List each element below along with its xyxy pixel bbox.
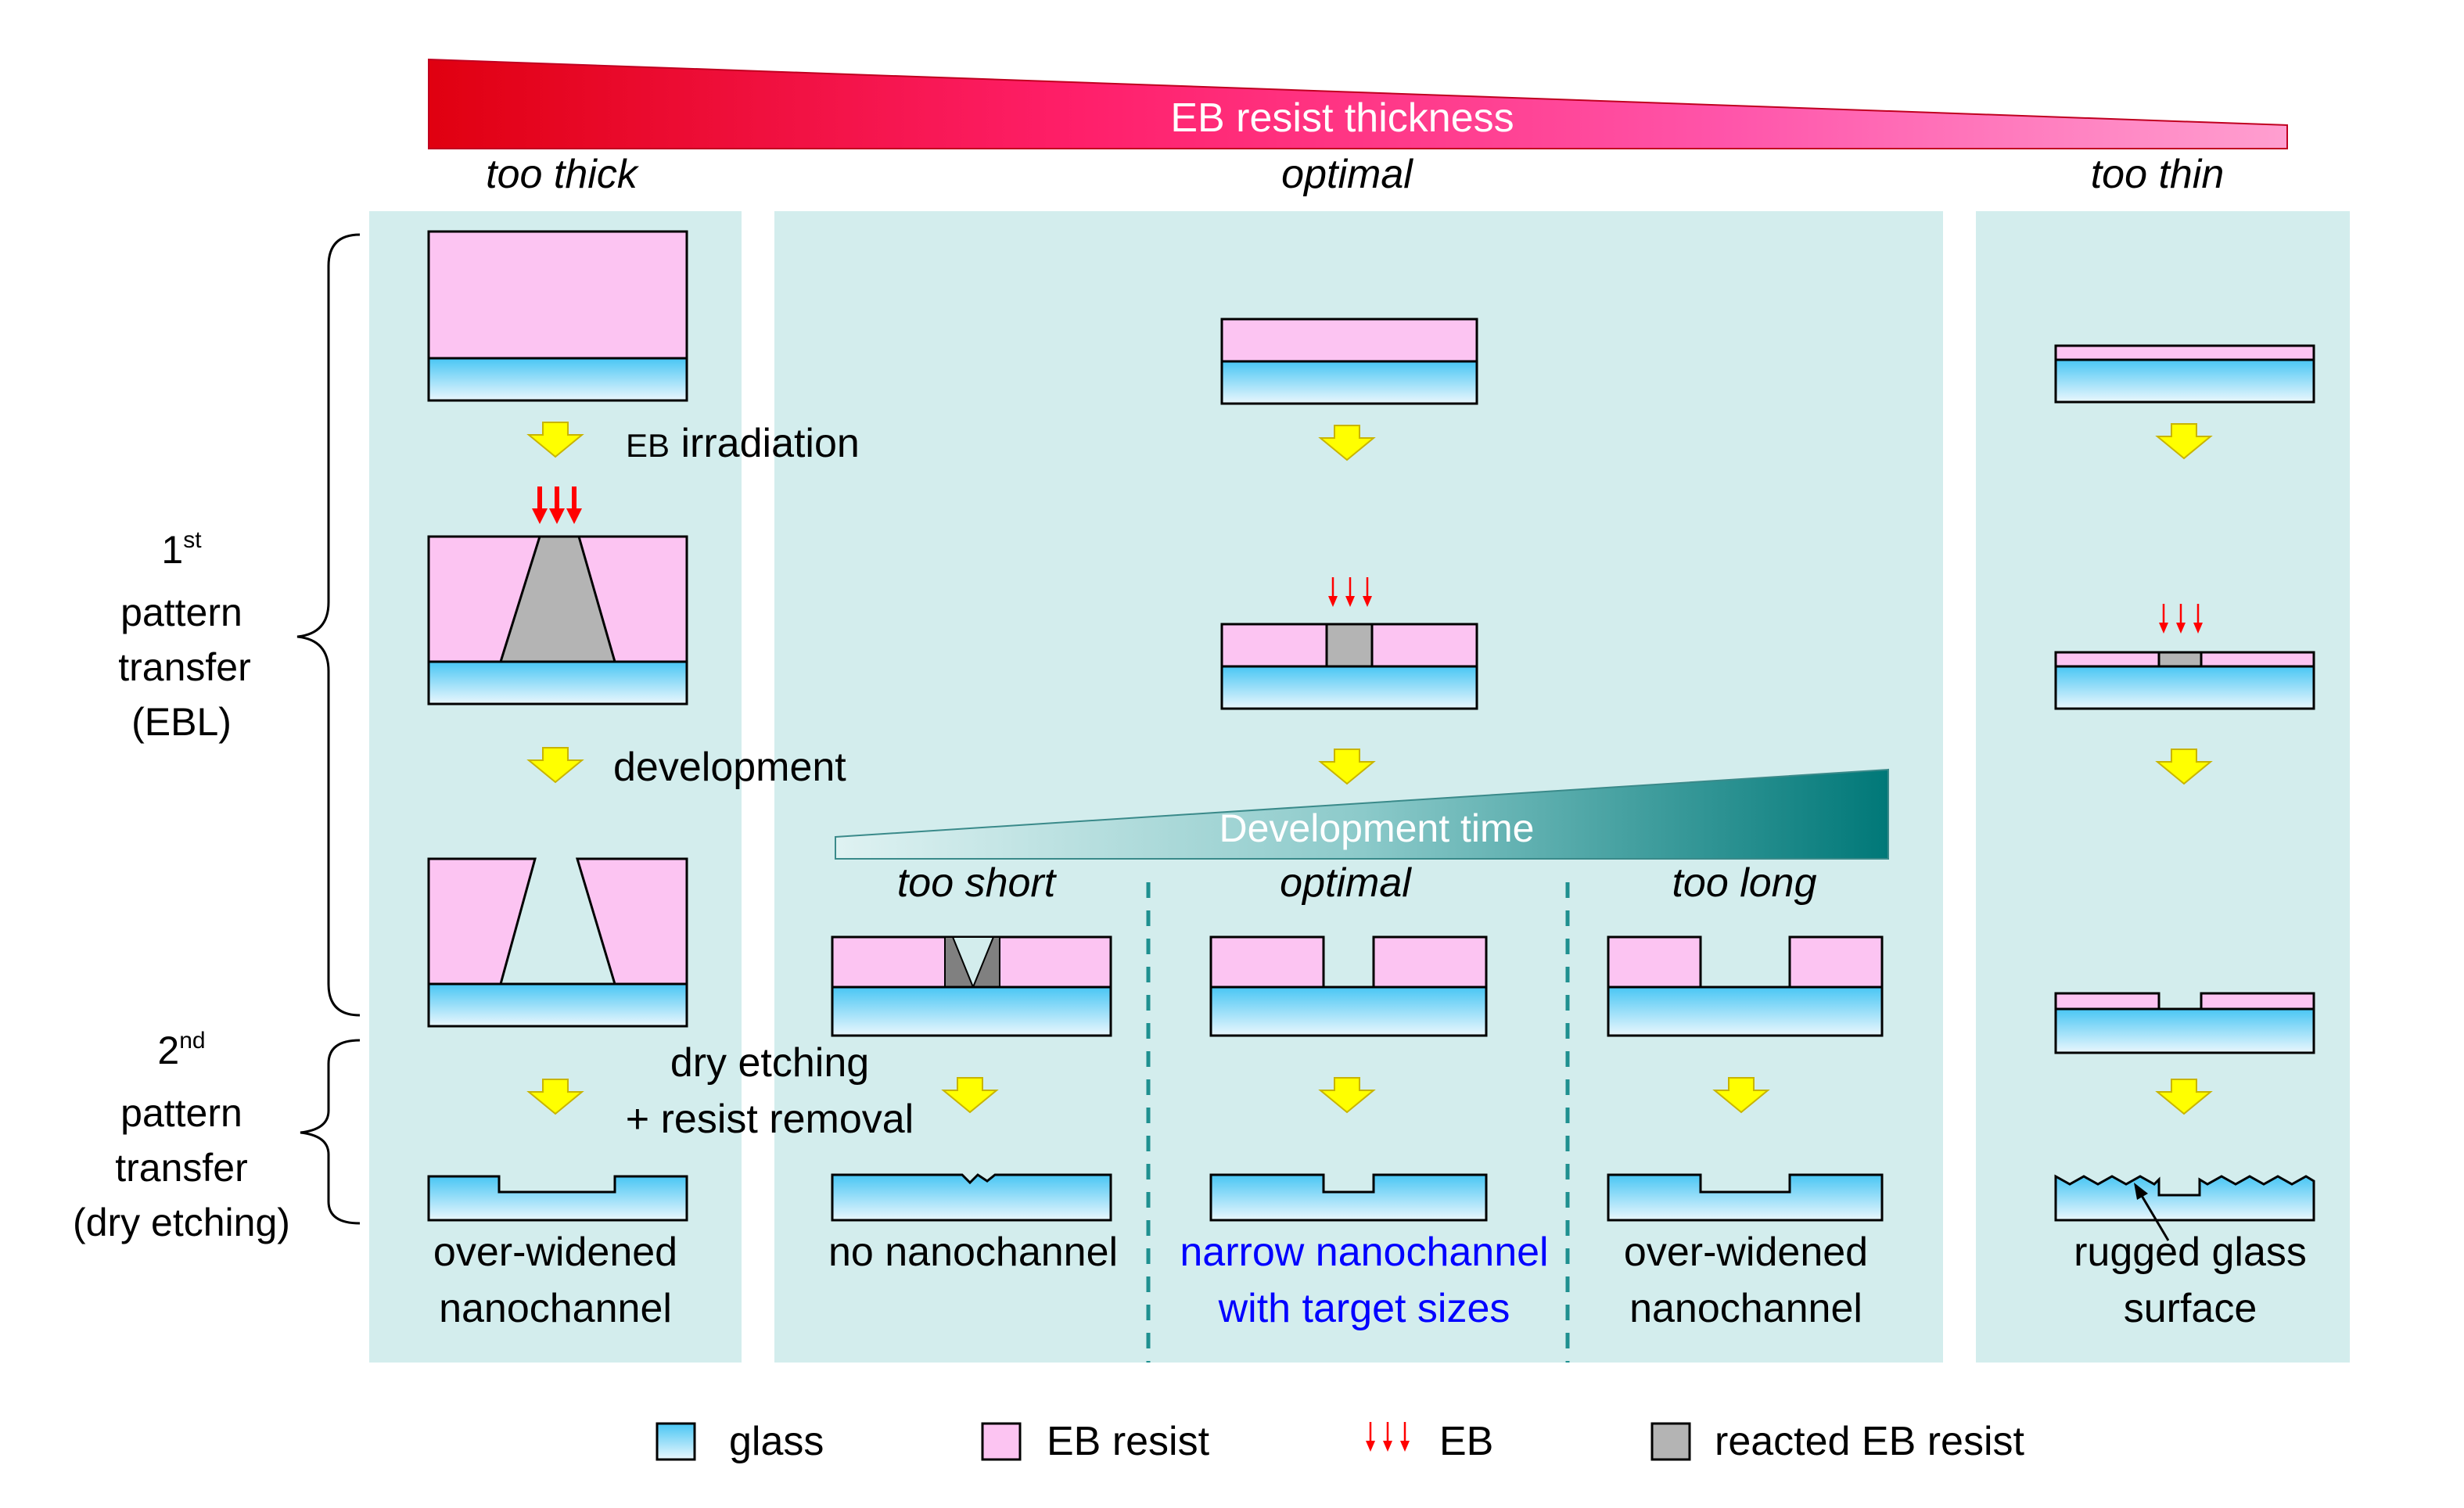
legend-resist-swatch <box>981 1422 1022 1461</box>
legend-reacted-swatch <box>1650 1422 1691 1461</box>
brace-first-stage <box>296 233 361 1017</box>
result-optimal-line2: with target sizes <box>1218 1286 1510 1331</box>
step-etching-line2: + resist removal <box>626 1097 914 1142</box>
header-optimal: optimal <box>1281 152 1413 197</box>
dev-header-too-short: too short <box>897 860 1058 906</box>
thin-initial <box>2054 344 2315 404</box>
legend: glass EB resist EB reacted EB resist <box>656 1419 2024 1464</box>
svg-text:transfer: transfer <box>118 645 251 689</box>
step-development: development <box>613 745 846 790</box>
eb-beam-icon <box>532 487 582 524</box>
svg-text:pattern: pattern <box>120 591 242 634</box>
stage-second-label: 2nd pattern transfer (dry etching) <box>73 1028 290 1244</box>
short-developed <box>831 935 1112 1037</box>
thin-irradiated <box>2054 651 2315 710</box>
dev-header-optimal: optimal <box>1280 860 1412 906</box>
result-short: no nanochannel <box>828 1230 1118 1275</box>
result-thin-line1: rugged glass <box>2074 1230 2307 1275</box>
thin-developed <box>2054 992 2315 1054</box>
legend-reacted-label: reacted EB resist <box>1715 1419 2024 1464</box>
opt-initial <box>1220 318 1478 405</box>
svg-text:2nd: 2nd <box>157 1028 205 1072</box>
legend-glass-swatch <box>656 1422 696 1461</box>
thick-etched-glass <box>427 1175 688 1222</box>
svg-text:(dry etching): (dry etching) <box>73 1201 290 1244</box>
svg-text:transfer: transfer <box>115 1146 248 1190</box>
legend-eb-icon <box>1364 1420 1411 1453</box>
legend-eb-label: EB <box>1439 1419 1493 1464</box>
thin-etched-glass <box>2054 1174 2315 1222</box>
result-thick-line2: nanochannel <box>439 1286 672 1331</box>
stage-first-label: 1st pattern transfer (EBL) <box>118 527 251 744</box>
thick-irradiated <box>427 535 688 706</box>
long-developed <box>1607 935 1884 1037</box>
header-too-thick: too thick <box>486 152 640 197</box>
opt-etched-glass <box>1209 1173 1488 1222</box>
result-thin-line2: surface <box>2124 1286 2257 1331</box>
thickness-wedge: EB resist thickness <box>428 58 2288 149</box>
development-time-label: Development time <box>1219 806 1535 850</box>
thick-initial <box>427 230 688 402</box>
step-etching-line1: dry etching <box>670 1040 869 1086</box>
brace-second-stage <box>300 1039 361 1225</box>
svg-text:1st: 1st <box>161 527 202 572</box>
result-long-line2: nanochannel <box>1629 1286 1862 1331</box>
header-too-thin: too thin <box>2091 152 2225 197</box>
short-etched-glass <box>831 1173 1112 1222</box>
result-long-line1: over-widened <box>1624 1230 1868 1275</box>
result-thick-line1: over-widened <box>433 1230 677 1275</box>
svg-text:pattern: pattern <box>120 1091 242 1135</box>
result-optimal-line1: narrow nanochannel <box>1180 1230 1548 1275</box>
thickness-label: EB resist thickness <box>1170 95 1514 141</box>
dev-header-too-long: too long <box>1672 860 1816 906</box>
thick-developed <box>427 857 688 1028</box>
opt-irradiated <box>1220 623 1478 710</box>
step-irradiation: EB irradiation <box>626 421 860 466</box>
svg-text:(EBL): (EBL) <box>131 700 232 744</box>
legend-glass-label: glass <box>729 1419 824 1464</box>
pointer-arrow-icon <box>2134 1183 2170 1241</box>
legend-resist-label: EB resist <box>1047 1419 1210 1464</box>
long-etched-glass <box>1607 1173 1884 1222</box>
panel-too-thick <box>369 211 742 1363</box>
development-time-wedge: Development time <box>835 768 1889 860</box>
opt-developed <box>1209 935 1488 1037</box>
